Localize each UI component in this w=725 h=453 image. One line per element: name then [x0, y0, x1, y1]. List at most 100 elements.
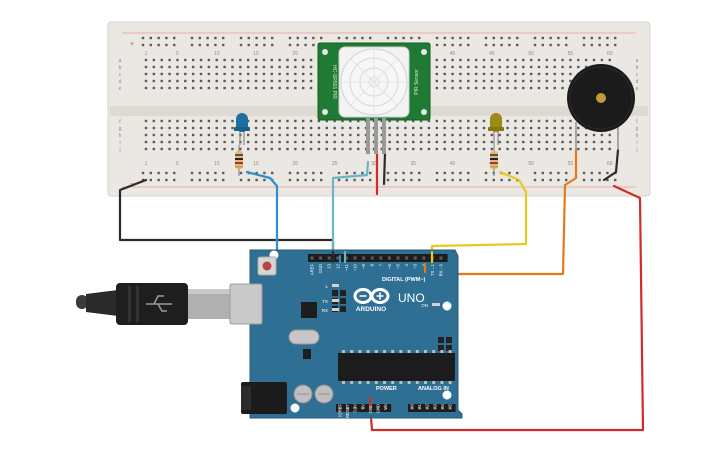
rail-hole — [361, 178, 364, 182]
rail-hole — [296, 178, 299, 182]
rail-hole — [198, 178, 201, 182]
breadboard-hole — [459, 133, 462, 137]
rail-hole — [345, 36, 348, 40]
breadboard-hole — [239, 58, 242, 62]
breadboard-hole — [207, 72, 211, 76]
breadboard-hole — [569, 147, 572, 151]
column-label: 35 — [410, 161, 416, 167]
breadboard-hole — [435, 140, 439, 144]
rail-hole — [337, 178, 341, 182]
chip-pin — [415, 381, 419, 384]
board-mount-hole — [442, 301, 452, 311]
rail-hole — [590, 171, 593, 175]
board-mount-hole — [442, 390, 452, 400]
breadboard-hole — [490, 133, 494, 137]
breadboard-hole — [270, 147, 273, 151]
rail-hole — [549, 178, 552, 182]
chip-pin — [415, 350, 419, 353]
breadboard-hole — [474, 65, 478, 69]
breadboard-hole — [286, 147, 289, 151]
breadboard-hole — [152, 86, 156, 90]
breadboard-hole — [278, 133, 281, 137]
breadboard-hole — [577, 65, 580, 69]
header-pin — [387, 256, 391, 260]
breadboard-hole — [537, 65, 541, 69]
breadboard-hole — [569, 140, 572, 144]
column-label: 55 — [568, 51, 574, 57]
rail-hole — [288, 43, 292, 47]
row-label: i — [119, 140, 120, 146]
breadboard-hole — [529, 86, 533, 90]
breadboard-hole — [199, 147, 203, 151]
pir-mount-hole — [322, 49, 328, 55]
breadboard-hole — [490, 147, 494, 151]
pir-mount-hole — [421, 109, 427, 115]
breadboard-hole — [231, 126, 234, 130]
breadboard-hole — [577, 147, 580, 151]
breadboard-hole — [176, 65, 179, 69]
header-pin — [353, 256, 357, 260]
breadboard-hole — [191, 86, 195, 90]
rail-hole — [214, 43, 217, 47]
arduino-uno: L TX RX ON ARDUINO UNO DIGITAL (PWM~) PO… — [229, 249, 463, 419]
breadboard-hole — [419, 119, 423, 123]
rail-hole — [312, 36, 315, 40]
rail-hole — [157, 171, 160, 175]
rail-hole — [239, 171, 243, 175]
breadboard-hole — [168, 140, 171, 144]
breadboard-hole — [223, 65, 226, 69]
rail-hole — [435, 178, 439, 182]
breadboard-hole — [176, 79, 179, 83]
breadboard-hole — [412, 133, 415, 137]
breadboard-hole — [553, 140, 556, 144]
breadboard-hole — [474, 126, 478, 130]
breadboard-hole — [474, 72, 478, 76]
breadboard-hole — [584, 140, 588, 144]
header-pin — [376, 406, 380, 410]
breadboard-hole — [451, 126, 454, 130]
breadboard-hole — [404, 133, 407, 137]
breadboard-hole — [404, 140, 407, 144]
column-label: 5 — [176, 161, 179, 167]
breadboard-hole — [404, 119, 407, 123]
breadboard-hole — [467, 133, 470, 137]
rail-hole — [394, 36, 397, 40]
rail-hole — [312, 178, 315, 182]
breadboard-hole — [435, 86, 439, 90]
row-label: j — [118, 147, 120, 153]
breadboard-hole — [254, 133, 258, 137]
rail-hole — [443, 43, 446, 47]
breadboard-hole — [184, 140, 187, 144]
pin-label: ~10 — [353, 263, 358, 271]
breadboard-hole — [467, 126, 470, 130]
breadboard-hole — [396, 140, 399, 144]
chip-pin — [366, 381, 370, 384]
rail-hole — [516, 36, 519, 40]
rail-hole — [606, 171, 609, 175]
breadboard-hole — [553, 58, 556, 62]
breadboard-hole — [569, 65, 572, 69]
breadboard-hole — [246, 140, 250, 144]
breadboard-hole — [294, 86, 297, 90]
rail-hole — [541, 43, 544, 47]
rail-hole — [516, 171, 519, 175]
breadboard-hole — [474, 79, 478, 83]
breadboard-hole — [215, 147, 218, 151]
breadboard-hole — [199, 65, 203, 69]
breadboard-hole — [184, 147, 187, 151]
breadboard-hole — [168, 58, 171, 62]
breadboard-hole — [522, 126, 525, 130]
pin-label: ~11 — [344, 263, 349, 270]
chip-pin — [374, 381, 378, 384]
header-pin — [319, 256, 323, 260]
breadboard-hole — [357, 119, 360, 123]
breadboard-hole — [262, 133, 266, 137]
breadboard-hole — [199, 126, 203, 130]
arduino-logo-icon — [353, 288, 390, 304]
breadboard-hole — [522, 147, 525, 151]
pir-right-text: PIR Sensor — [414, 69, 420, 95]
breadboard-hole — [467, 65, 470, 69]
row-label: j — [635, 147, 637, 153]
breadboard-hole — [294, 140, 297, 144]
rail-hole — [492, 178, 495, 182]
